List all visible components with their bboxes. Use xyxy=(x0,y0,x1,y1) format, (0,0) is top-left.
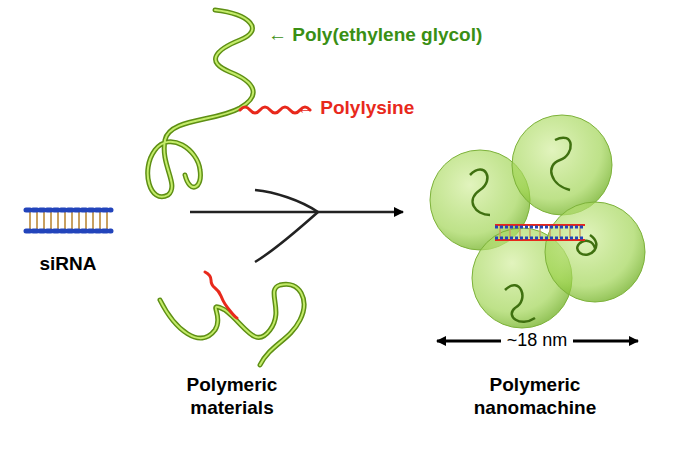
sirna-duplex xyxy=(26,210,111,231)
nanomachine-spheres xyxy=(430,115,645,328)
component-label: siRNA xyxy=(39,253,96,276)
component-label: Polymeric materials xyxy=(162,374,302,420)
polymer-label: ← Polylysine xyxy=(296,97,414,120)
reaction-arrow xyxy=(190,190,403,262)
polymer-label: ← Poly(ethylene glycol) xyxy=(268,24,482,47)
component-label: Polymeric nanomachine xyxy=(460,374,610,420)
dimension-label: ~18 nm xyxy=(501,330,574,352)
peg-polylysine-lower xyxy=(160,272,304,365)
